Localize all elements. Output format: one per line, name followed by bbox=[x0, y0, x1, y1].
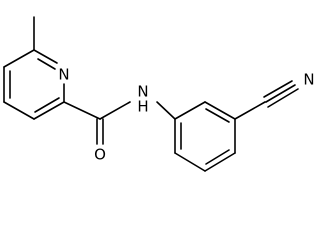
amide-nitrogen-label: N bbox=[137, 83, 148, 101]
bond-c2-carbonyl bbox=[63, 101, 101, 120]
bond-c6-c5 bbox=[3, 49, 35, 68]
pyridine-ring bbox=[3, 49, 65, 120]
amide-hydrogen-label: H bbox=[137, 98, 148, 116]
bond-n-phenyl bbox=[156, 101, 176, 120]
benzene-ring bbox=[174, 101, 236, 172]
chemical-structure-diagram: N N H O N bbox=[3, 16, 315, 172]
bond-b3-b4 bbox=[204, 152, 236, 172]
bond-c3-c2 bbox=[33, 101, 65, 120]
nitrile-nitrogen-label: N bbox=[303, 71, 314, 89]
triple-bond-line-1 bbox=[263, 80, 293, 98]
carbonyl-oxygen-label: O bbox=[94, 146, 106, 164]
bond-c3-c2-inner bbox=[34, 97, 60, 113]
bond-c4-c3 bbox=[3, 101, 35, 120]
triple-bond-line-2 bbox=[265, 84, 296, 103]
bond-n1-c6-inner bbox=[37, 58, 56, 70]
bond-ring-cn-carbon bbox=[234, 101, 266, 120]
nitrile-group bbox=[234, 80, 299, 120]
bond-b2-b3 bbox=[174, 152, 206, 172]
amide-group bbox=[63, 101, 176, 145]
bond-b5-b6 bbox=[204, 101, 236, 120]
bond-b3-b4-inner bbox=[205, 149, 230, 165]
bond-b5-b6-inner bbox=[205, 108, 230, 123]
pyridine-nitrogen-label: N bbox=[58, 66, 69, 84]
bond-carbonyl-n bbox=[99, 101, 131, 120]
bond-b6-b1 bbox=[174, 101, 206, 120]
bond-n1-c6 bbox=[33, 49, 58, 64]
triple-bond-line-3 bbox=[267, 88, 299, 108]
